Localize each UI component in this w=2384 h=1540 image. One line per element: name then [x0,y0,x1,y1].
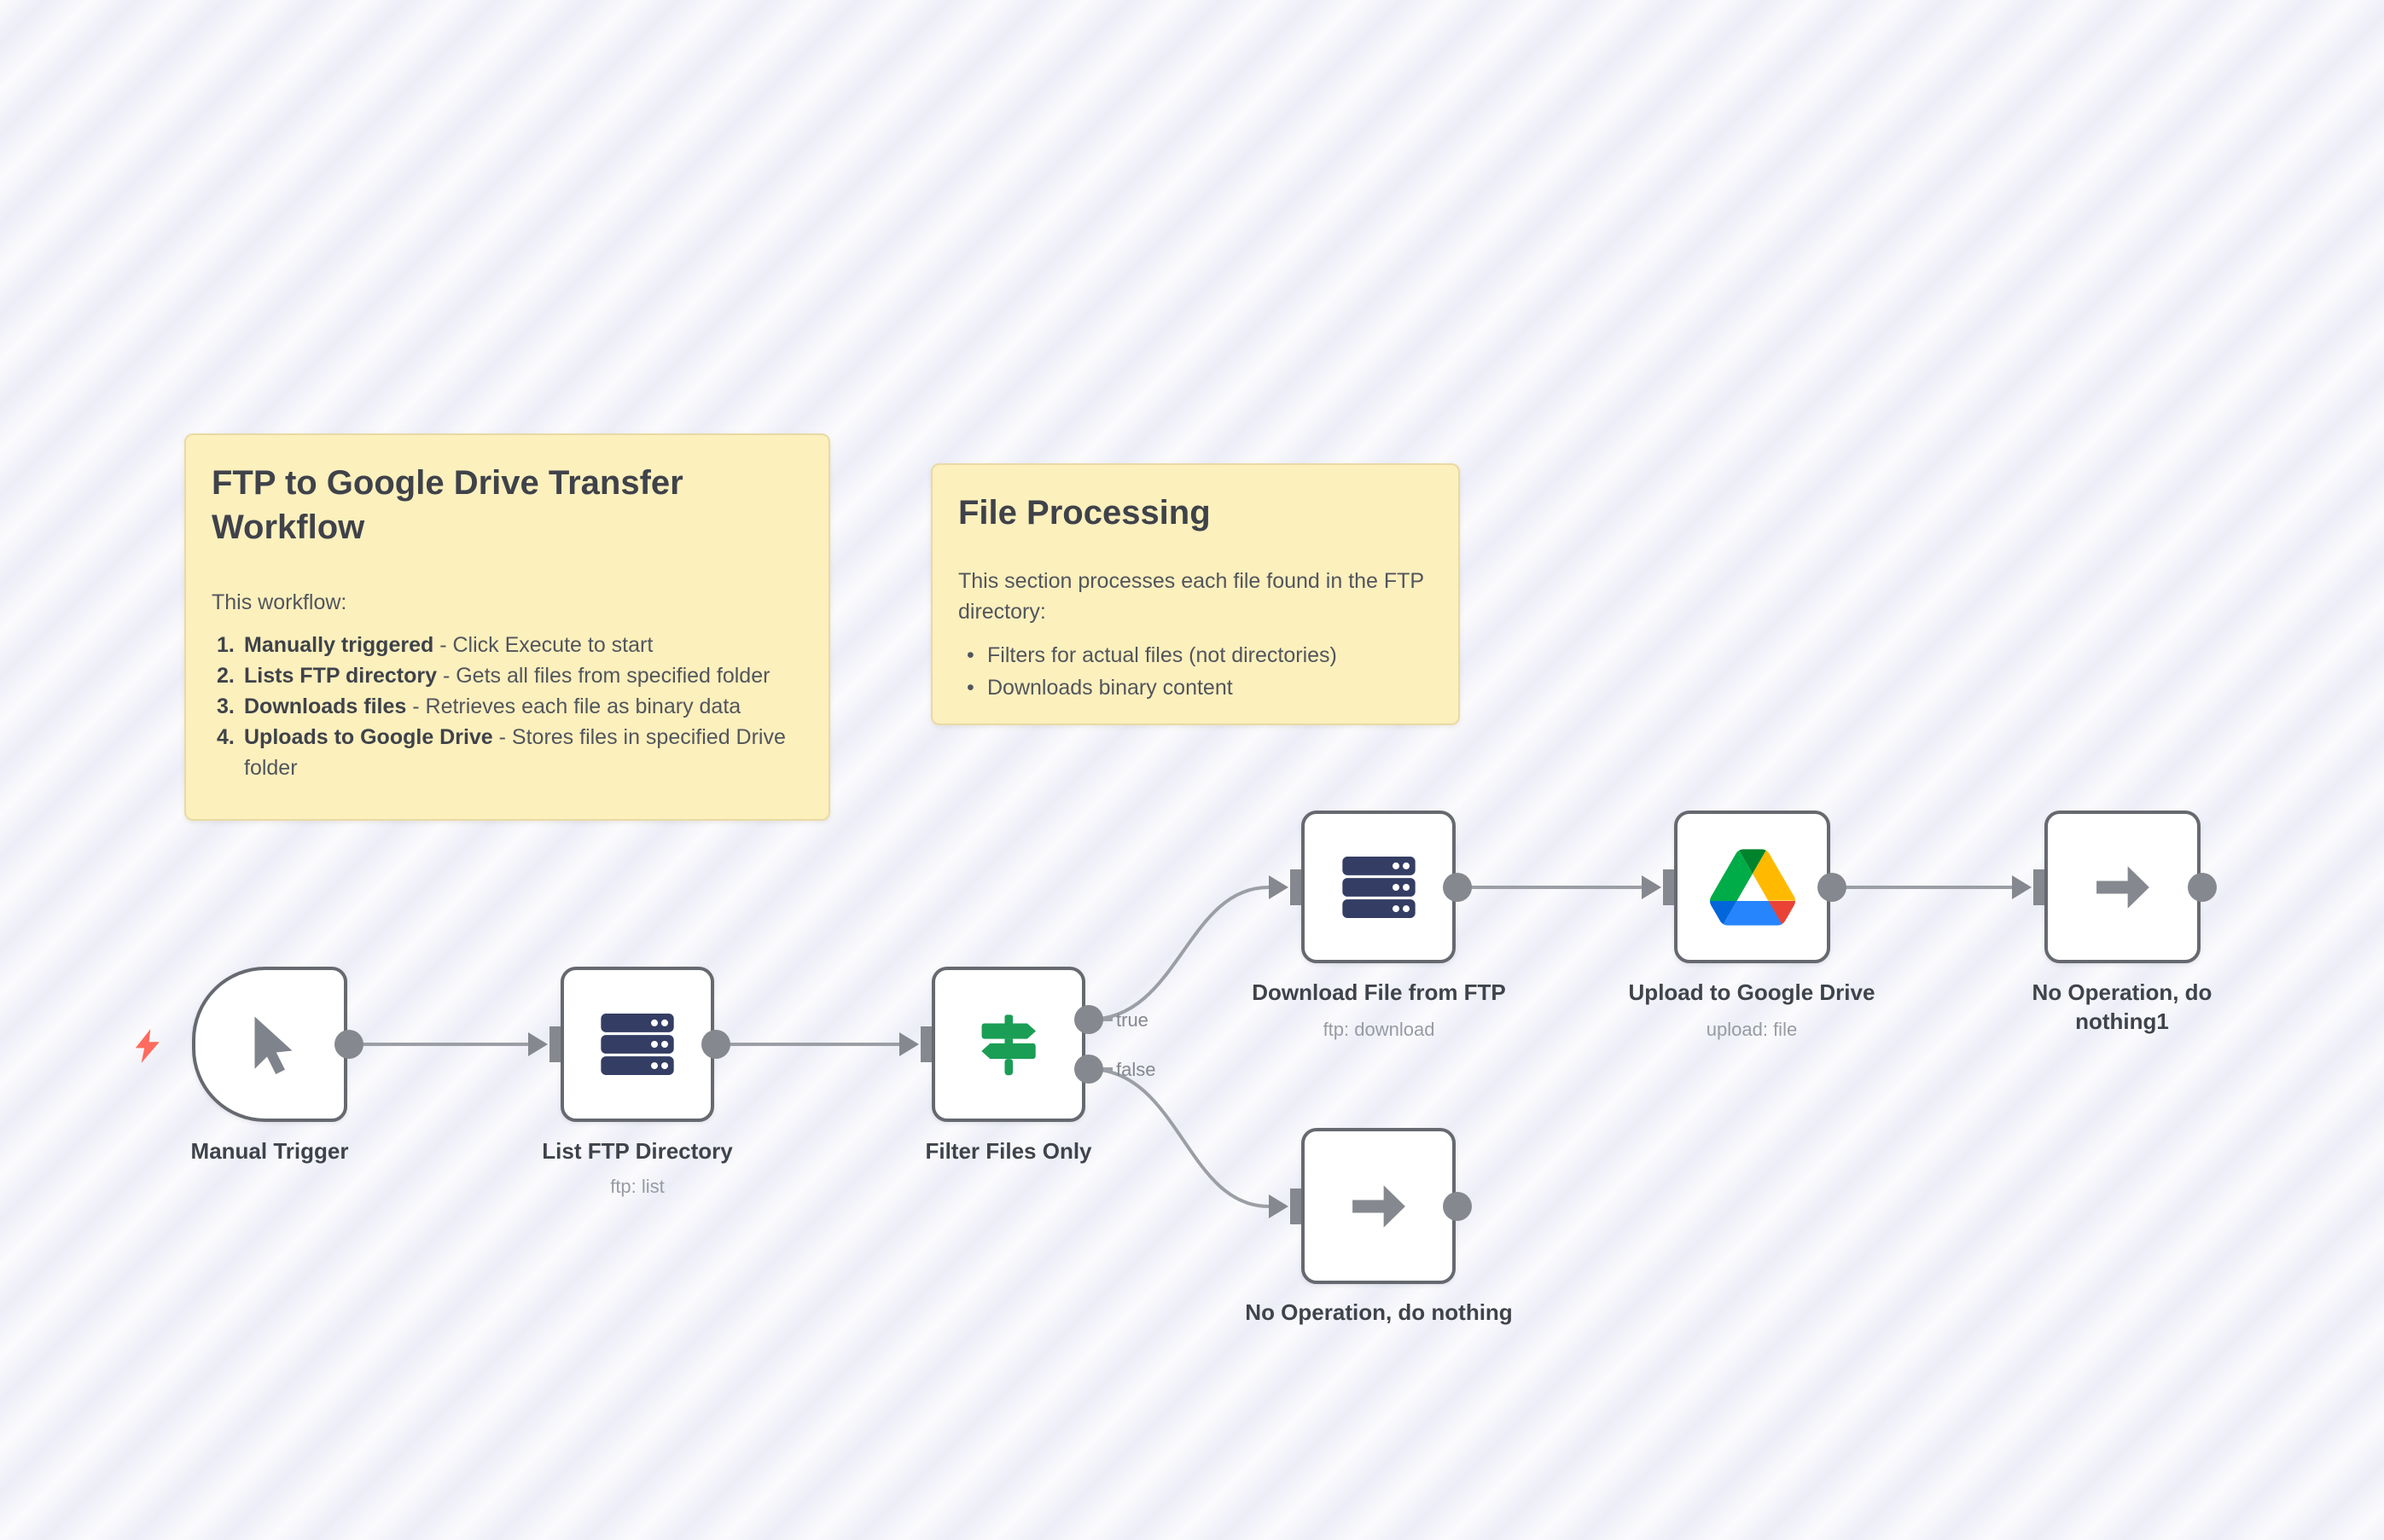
sticky-note-file-processing[interactable]: File Processing This section processes e… [931,463,1460,725]
server-icon [1341,856,1416,918]
output-port-noop[interactable] [1443,1192,1472,1221]
port-label-true: true [1116,1009,1148,1031]
list-item: 1.Manually triggered - Click Execute to … [217,633,654,657]
input-arrow-download [1269,875,1288,899]
node-manual-trigger[interactable] [192,967,347,1122]
input-bar-noop [1290,1188,1301,1224]
output-port-filter-false[interactable] [1074,1055,1103,1084]
input-bar-noop1 [2033,869,2044,905]
node-download-file-from-ftp[interactable] [1301,811,1456,963]
node-list-ftp-directory[interactable] [561,967,714,1122]
node-upload-to-google-drive[interactable] [1674,811,1830,963]
bullet-item: •Filters for actual files (not directori… [967,643,1337,667]
output-port-manual-trigger[interactable] [334,1030,363,1059]
input-arrow-noop1 [2012,875,2032,899]
sticky-title: File Processing [958,494,1211,532]
list-item: 3.Downloads files - Retrieves each file … [217,694,741,718]
output-port-upload[interactable] [1817,873,1846,902]
list-item: 2.Lists FTP directory - Gets all files f… [217,664,770,688]
lightning-bolt-icon [135,1029,160,1063]
signpost-icon [981,1014,1036,1076]
list-item: 4.Uploads to Google Drive - Stores files… [217,725,786,780]
input-arrow-filter [899,1032,919,1056]
input-arrow-list [528,1032,548,1056]
connection-filter-true-to-download[interactable] [1088,886,1270,1021]
cursor-icon [254,1016,293,1074]
node-no-operation[interactable] [1301,1128,1456,1284]
input-bar-filter [921,1026,932,1062]
output-port-noop1[interactable] [2188,873,2217,902]
node-sublabel-list-ftp: ftp: list [610,1176,665,1197]
node-label-noop: No Operation, do nothing [1245,1299,1513,1325]
sticky-bullets: •Filters for actual files (not directori… [958,639,1433,704]
arrow-icon [2096,865,2149,909]
node-label-download: Download File from FTP [1252,979,1506,1005]
sticky-note-ftp-workflow[interactable]: FTP to Google Drive Transfer Workflow Th… [184,433,830,821]
input-arrow-upload [1642,875,1661,899]
output-port-download[interactable] [1443,873,1472,902]
sticky-intro: This workflow: [212,590,347,614]
output-port-filter-true[interactable] [1074,1005,1103,1034]
output-port-list-ftp[interactable] [701,1030,730,1059]
server-icon [601,1014,674,1075]
bullet-item: •Downloads binary content [967,676,1233,700]
node-label-noop1: No Operation, do nothing1 [2032,979,2212,1034]
port-label-false: false [1116,1059,1156,1080]
sticky-list: 1.Manually triggered - Click Execute to … [212,630,803,783]
input-bar-list [549,1026,561,1062]
node-label-list-ftp: List FTP Directory [542,1138,733,1164]
sticky-intro: This section processes each file found i… [958,569,1424,624]
node-filter-files-only[interactable] [932,967,1085,1122]
sticky-title: FTP to Google Drive Transfer Workflow [212,464,683,546]
input-arrow-noop [1269,1194,1288,1218]
node-sublabel-download: ftp: download [1323,1019,1435,1040]
node-sublabel-upload: upload: file [1706,1019,1798,1040]
node-label-manual-trigger: Manual Trigger [190,1138,349,1164]
node-label-filter: Filter Files Only [925,1138,1092,1164]
google-drive-icon [1709,848,1795,926]
node-label-upload: Upload to Google Drive [1628,979,1875,1005]
input-bar-upload [1663,869,1674,905]
arrow-icon [1352,1184,1405,1228]
input-bar-download [1290,869,1301,905]
connection-filter-false-to-noop[interactable] [1088,1067,1270,1208]
